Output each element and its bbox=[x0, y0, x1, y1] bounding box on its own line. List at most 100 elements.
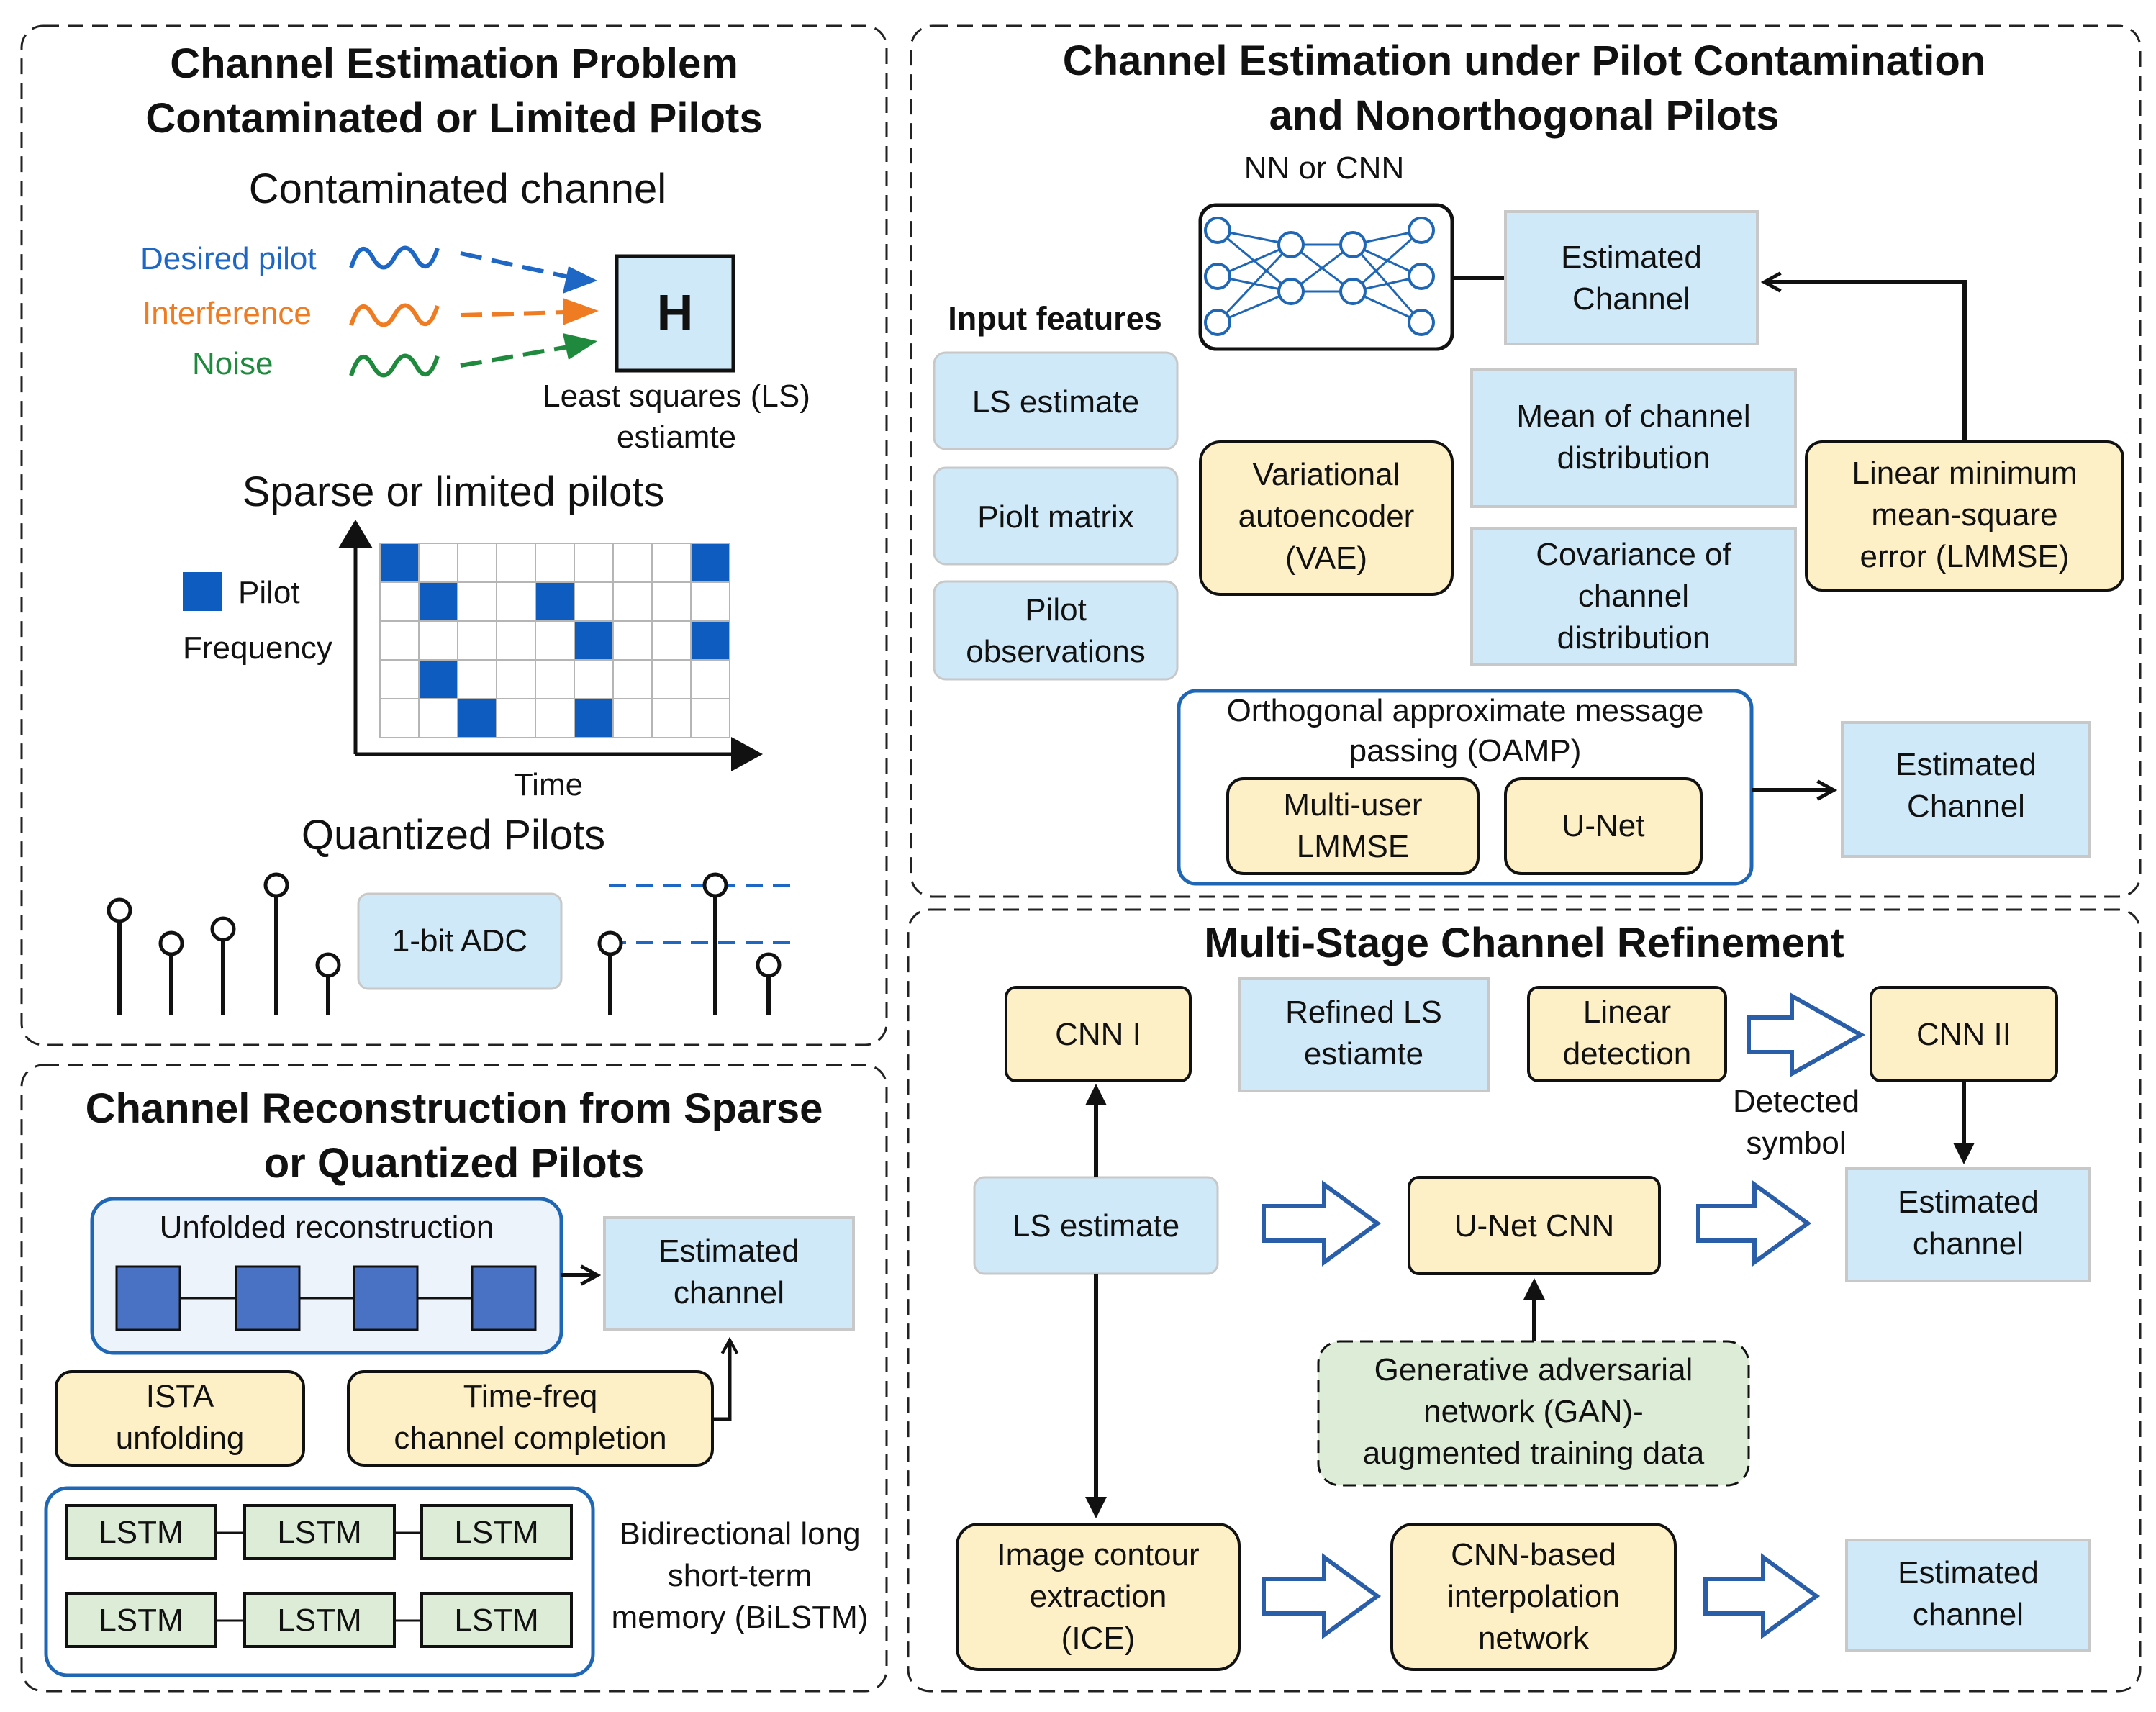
estimated-channel-top-label: Estimated bbox=[1561, 240, 1702, 275]
vae-box bbox=[1199, 440, 1454, 596]
detected-symbol-label: symbol bbox=[1746, 1126, 1846, 1161]
estimated-channel-top-box bbox=[1504, 210, 1759, 345]
ista-unfolding-label: unfolding bbox=[116, 1421, 245, 1456]
pilot-cell-empty bbox=[612, 543, 653, 583]
ls-estimate-input-label: LS estimate bbox=[972, 384, 1139, 420]
section-heading: Quantized Pilots bbox=[302, 812, 605, 859]
ls-estimate-label: LS estimate bbox=[1013, 1208, 1179, 1244]
vae-label: (VAE) bbox=[1285, 540, 1367, 576]
detection-to-cnn2-block-arrow bbox=[1747, 992, 1866, 1078]
panel-title: or Quantized Pilots bbox=[264, 1140, 645, 1187]
estimated-channel-label: channel bbox=[674, 1275, 784, 1310]
vae-label: autoencoder bbox=[1238, 499, 1415, 534]
quantized-samples-right bbox=[597, 872, 782, 1015]
h-channel-symbol: H bbox=[657, 284, 694, 340]
pilot-matrix-input-box bbox=[933, 466, 1179, 566]
pilot-cell-empty bbox=[457, 581, 497, 622]
noise-arrowhead-icon bbox=[563, 333, 597, 360]
pilot-matrix-input-label: Piolt matrix bbox=[977, 499, 1134, 535]
refined-ls-box bbox=[1238, 977, 1490, 1092]
linear-detection-box bbox=[1527, 986, 1727, 1082]
pilot-cell-empty bbox=[418, 620, 458, 661]
bilstm-label: short-term bbox=[668, 1558, 812, 1593]
ice-to-cnn-block-arrow bbox=[1262, 1553, 1382, 1639]
h-channel-box bbox=[615, 254, 735, 373]
lstm-cell bbox=[243, 1504, 396, 1560]
cnn2-label: CNN II bbox=[1916, 1017, 2011, 1052]
nn-node bbox=[1339, 278, 1367, 305]
lstm-cell bbox=[243, 1592, 396, 1648]
panel-pilot-contamination: Channel Estimation under Pilot Contamina… bbox=[910, 24, 2142, 898]
unfolded-layer-block bbox=[115, 1265, 181, 1331]
estimated-channel-a-label: Estimated bbox=[1898, 1185, 2039, 1220]
pilot-cell-filled bbox=[574, 620, 614, 661]
estimated-channel-bottom-label: Channel bbox=[1907, 789, 2025, 824]
ice-label: Image contour bbox=[997, 1537, 1199, 1572]
pilot-cell-empty bbox=[651, 698, 692, 738]
pilot-cell-empty bbox=[574, 543, 614, 583]
pilot-cell-empty bbox=[496, 620, 536, 661]
pilot-cell-empty bbox=[690, 659, 730, 699]
nn-node bbox=[1408, 309, 1435, 336]
panel-title: Contaminated or Limited Pilots bbox=[145, 95, 762, 142]
desired-wave-icon bbox=[349, 245, 440, 270]
lstm-cell-label: LSTM bbox=[99, 1603, 183, 1638]
estimated-channel-box bbox=[603, 1216, 855, 1331]
multi-user-lmmse-box bbox=[1226, 777, 1480, 875]
ice-label: extraction bbox=[1030, 1579, 1167, 1614]
pilot-cell-filled bbox=[418, 659, 458, 699]
pilot-cell-empty bbox=[612, 581, 653, 622]
channel-mean-label: distribution bbox=[1557, 440, 1711, 476]
lstm-cell-label: LSTM bbox=[99, 1515, 183, 1550]
estimated-channel-a-label: channel bbox=[1913, 1226, 2024, 1262]
pilot-cell-empty bbox=[418, 698, 458, 738]
lstm-cell-label: LSTM bbox=[277, 1515, 361, 1550]
unet-to-channel-block-arrow bbox=[1696, 1180, 1812, 1267]
vae-label: Variational bbox=[1253, 457, 1400, 492]
pilot-cell-empty bbox=[651, 581, 692, 622]
gan-data-label: network (GAN)- bbox=[1423, 1394, 1644, 1429]
estimated-channel-top-label: Channel bbox=[1572, 281, 1690, 317]
noise-dashed-arrow bbox=[460, 345, 569, 368]
desired-arrowhead-icon bbox=[563, 266, 597, 294]
estimated-channel-label: Estimated bbox=[658, 1233, 800, 1269]
nn-node bbox=[1204, 217, 1231, 244]
ice-label: (ICE) bbox=[1061, 1621, 1136, 1656]
lstm-cell-label: LSTM bbox=[277, 1603, 361, 1638]
gan-data-label: augmented training data bbox=[1363, 1436, 1705, 1471]
nn-cnn-label: NN or CNN bbox=[1244, 150, 1404, 186]
pilot-cell-empty bbox=[457, 620, 497, 661]
desired-dashed-arrow bbox=[460, 251, 569, 279]
lstm-cell bbox=[420, 1592, 573, 1648]
pilot-grid bbox=[379, 543, 730, 738]
quantized-samples-left bbox=[107, 872, 341, 1015]
lstm-cell bbox=[65, 1592, 217, 1648]
panel-title: Multi-Stage Channel Refinement bbox=[1204, 920, 1844, 966]
bilstm-label: Bidirectional long bbox=[619, 1516, 860, 1552]
interference-wave-icon bbox=[349, 303, 440, 327]
panel-border bbox=[20, 1064, 888, 1693]
pilot-cell-filled bbox=[574, 698, 614, 738]
multi-user-lmmse-label: LMMSE bbox=[1297, 829, 1409, 864]
channel-covariance-label: channel bbox=[1578, 579, 1689, 614]
bilstm-label: memory (BiLSTM) bbox=[612, 1600, 869, 1635]
cnn-interpolation-box bbox=[1390, 1523, 1677, 1671]
nn-node bbox=[1339, 231, 1367, 258]
frequency-axis-label: Frequency bbox=[183, 630, 332, 666]
gan-data-label: Generative adversarial bbox=[1374, 1352, 1693, 1387]
channel-mean-label: Mean of channel bbox=[1516, 399, 1750, 434]
interference-arrowhead-icon bbox=[563, 298, 599, 325]
ice-box bbox=[956, 1523, 1241, 1671]
estimated-channel-b-label: channel bbox=[1913, 1597, 2024, 1632]
cnn1-box bbox=[1005, 986, 1192, 1082]
pilot-cell-filled bbox=[457, 698, 497, 738]
pilot-cell-empty bbox=[535, 620, 575, 661]
pilot-observations-label: observations bbox=[966, 634, 1145, 669]
pilot-legend-label: Pilot bbox=[238, 575, 300, 610]
panel-border bbox=[907, 908, 2142, 1693]
ista-unfolding-label: ISTA bbox=[146, 1379, 214, 1414]
pilot-cell-filled bbox=[690, 543, 730, 583]
panel-border bbox=[910, 24, 2142, 898]
time-freq-completion-label: channel completion bbox=[394, 1421, 666, 1456]
